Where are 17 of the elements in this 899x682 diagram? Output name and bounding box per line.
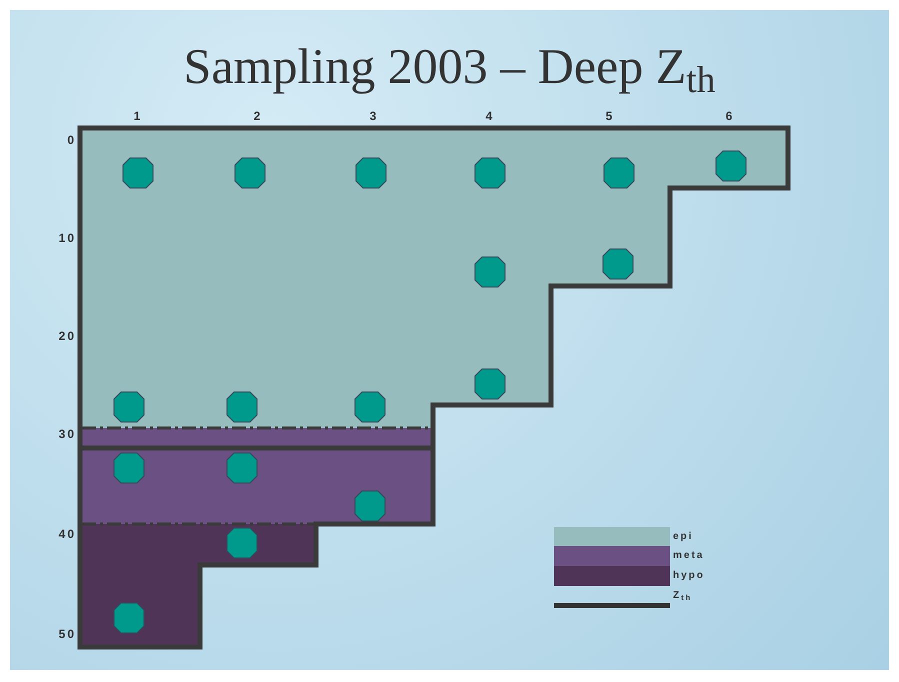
axis-tick-label: 6 — [726, 108, 734, 125]
legend-label: Z$_{th}$ — [673, 589, 692, 604]
axis-tick-label: 50 — [58, 626, 76, 643]
axis-tick-label: 30 — [58, 426, 76, 443]
axis-tick-label: 4 — [486, 108, 494, 125]
axis-tick-label: 3 — [370, 108, 378, 125]
axis-tick-label: 40 — [58, 526, 76, 543]
axis-tick-label: 1 — [134, 108, 142, 125]
axis-tick-label: 2 — [254, 108, 262, 125]
legend-label: epi — [673, 530, 694, 544]
axis-tick-label: 5 — [606, 108, 614, 125]
axis-tick-label: 0 — [67, 132, 76, 149]
legend-label: hypo — [673, 569, 705, 583]
legend-label: meta — [673, 549, 704, 563]
title: Sampling 2003 – Deep Z$_{th}$ — [182, 38, 716, 94]
axis-tick-label: 20 — [58, 328, 76, 345]
axis-tick-label: 10 — [58, 230, 76, 247]
